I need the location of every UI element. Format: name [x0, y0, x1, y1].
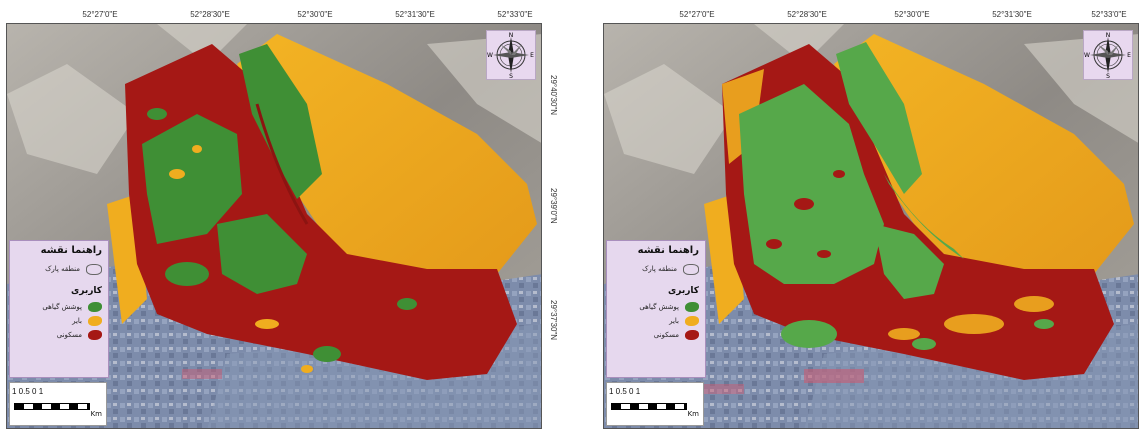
- scale-unit: Km: [90, 410, 102, 418]
- latitude-label: 29°39'0"N: [549, 188, 558, 224]
- legend-title: راهنما نقشه: [40, 245, 102, 256]
- legend-boundary-row: منطقه پارک: [16, 262, 102, 276]
- legend-title: راهنما نقشه: [637, 245, 699, 256]
- map-panel-right: 52°27'0"E 52°28'30"E 52°30'0"E 52°31'30"…: [597, 0, 1145, 431]
- longitude-label: 52°30'0"E: [297, 10, 333, 19]
- map-legend: راهنما نقشه منطقه پارک کاربری پوشش گیاهی…: [606, 240, 706, 378]
- legend-landuse-title: کاربری: [667, 286, 699, 296]
- residential-swatch-icon: [88, 330, 102, 340]
- legend-landuse-title: کاربری: [70, 286, 102, 296]
- legend-class-label: بایر: [72, 317, 82, 325]
- boundary-icon: [86, 263, 102, 275]
- residential-swatch-icon: [685, 330, 699, 340]
- bare-swatch-icon: [88, 316, 102, 326]
- legend-class-row: پوشش گیاهی: [613, 300, 699, 314]
- scale-bar-graphic: [14, 403, 90, 410]
- legend-class-label: پوشش گیاهی: [639, 303, 679, 311]
- legend-boundary-row: منطقه پارک: [613, 262, 699, 276]
- compass-north-label: N: [1106, 32, 1111, 39]
- legend-boundary-label: منطقه پارک: [642, 265, 677, 273]
- longitude-label: 52°28'30"E: [787, 10, 827, 19]
- scale-bar-graphic: [611, 403, 687, 410]
- compass-east-label: E: [1127, 52, 1131, 59]
- longitude-label: 52°33'0"E: [497, 10, 533, 19]
- latitude-label: 29°37'30"N: [549, 300, 558, 341]
- compass-west-label: W: [1084, 52, 1090, 59]
- compass-south-label: S: [509, 73, 513, 79]
- legend-class-row: بایر: [613, 314, 699, 328]
- legend-class-label: مسکونی: [56, 331, 82, 339]
- vegetation-swatch-icon: [685, 302, 699, 312]
- bare-swatch-icon: [685, 316, 699, 326]
- legend-class-label: بایر: [669, 317, 679, 325]
- compass-east-label: E: [530, 52, 534, 59]
- longitude-label: 52°27'0"E: [82, 10, 118, 19]
- legend-class-label: مسکونی: [653, 331, 679, 339]
- satellite-landuse-map: [604, 24, 1138, 428]
- legend-boundary-label: منطقه پارک: [45, 265, 80, 273]
- longitude-label: 52°27'0"E: [679, 10, 715, 19]
- scale-bar: 1 0.5 0 1 Km: [606, 382, 704, 426]
- scale-bar: 1 0.5 0 1 Km: [9, 382, 107, 426]
- latitude-label: 29°40'30"N: [549, 75, 558, 116]
- vegetation-swatch-icon: [88, 302, 102, 312]
- scale-ticks: 1 0.5 0 1: [609, 387, 641, 396]
- boundary-icon: [683, 263, 699, 275]
- legend-class-label: پوشش گیاهی: [42, 303, 82, 311]
- map-frame: N S E W راهنما نقشه منطقه پارک کاربری پو…: [6, 23, 542, 429]
- compass-rose-icon: N S E W: [1083, 30, 1133, 80]
- longitude-label: 52°30'0"E: [894, 10, 930, 19]
- map-frame: N S E W راهنما نقشه منطقه پارک کاربری پو…: [603, 23, 1139, 429]
- longitude-label: 52°33'0"E: [1091, 10, 1127, 19]
- legend-class-row: مسکونی: [16, 328, 102, 342]
- satellite-landuse-map: [7, 24, 541, 428]
- longitude-label: 52°28'30"E: [190, 10, 230, 19]
- legend-class-row: بایر: [16, 314, 102, 328]
- compass-west-label: W: [487, 52, 493, 59]
- compass-south-label: S: [1106, 73, 1110, 79]
- map-panel-left: 52°27'0"E 52°28'30"E 52°30'0"E 52°31'30"…: [0, 0, 558, 431]
- compass-rose-icon: N S E W: [486, 30, 536, 80]
- compass-north-label: N: [509, 32, 514, 39]
- scale-ticks: 1 0.5 0 1: [12, 387, 44, 396]
- legend-class-row: مسکونی: [613, 328, 699, 342]
- scale-unit: Km: [687, 410, 699, 418]
- longitude-label: 52°31'30"E: [395, 10, 435, 19]
- longitude-label: 52°31'30"E: [992, 10, 1032, 19]
- map-legend: راهنما نقشه منطقه پارک کاربری پوشش گیاهی…: [9, 240, 109, 378]
- legend-class-row: پوشش گیاهی: [16, 300, 102, 314]
